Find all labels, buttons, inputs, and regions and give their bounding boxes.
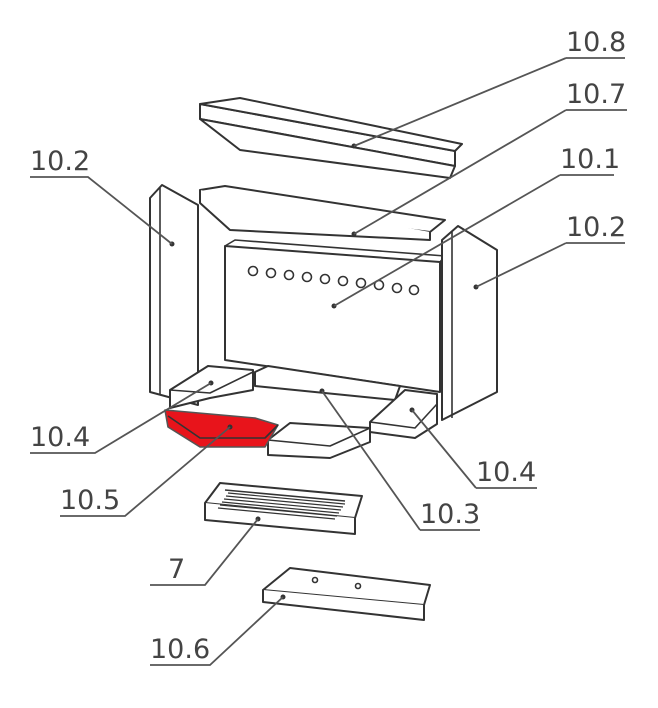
- part-side-right: [441, 225, 498, 421]
- part-front-left-highlighted: [164, 409, 279, 448]
- label-side-left: 10.2: [30, 146, 90, 177]
- label-baffle-plate: 10.7: [566, 79, 626, 110]
- label-front-left: 10.5: [60, 485, 120, 516]
- part-baffle-plate: [199, 185, 446, 241]
- label-bottom-plate: 10.6: [150, 634, 210, 665]
- label-back-wall: 10.1: [560, 144, 620, 175]
- part-back-wall: [224, 239, 446, 393]
- part-grate: [204, 482, 363, 535]
- part-side-left: [149, 184, 199, 406]
- label-grate: 7: [168, 554, 185, 585]
- part-front-center: [267, 422, 371, 459]
- leader-lines: [30, 57, 627, 666]
- label-top-plate: 10.8: [566, 27, 626, 58]
- label-floor-right: 10.4: [476, 457, 536, 488]
- part-bottom-plate: [262, 567, 431, 621]
- label-side-right: 10.2: [566, 212, 626, 243]
- part-top-plate: [199, 97, 463, 179]
- label-floor-left: 10.4: [30, 422, 90, 453]
- label-floor-center: 10.3: [420, 499, 480, 530]
